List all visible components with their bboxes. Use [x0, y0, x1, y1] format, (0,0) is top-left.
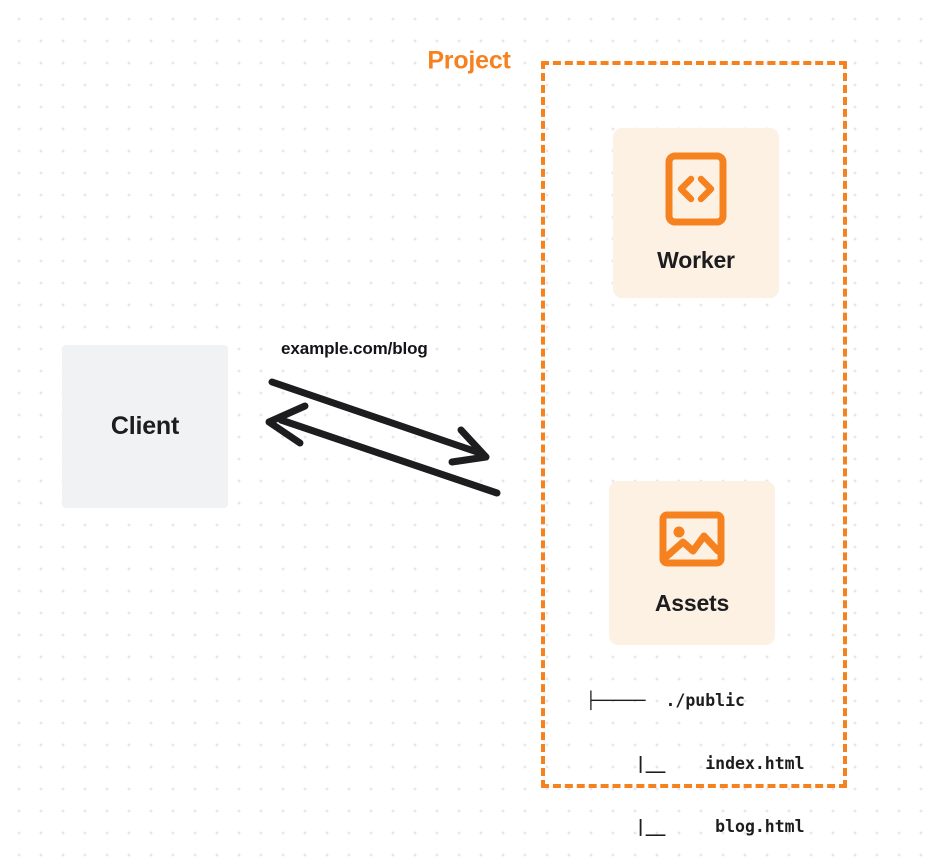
project-container — [541, 61, 847, 788]
image-picture-icon — [659, 509, 725, 574]
worker-card[interactable]: Worker — [613, 128, 779, 298]
file-tree: ├───── ./public |__ index.html |__ blog.… — [586, 648, 805, 860]
request-arrow — [268, 378, 490, 466]
file-tree-row: ├───── ./public — [586, 691, 745, 710]
assets-card[interactable]: Assets — [609, 481, 775, 645]
assets-card-label: Assets — [654, 590, 730, 616]
request-url-label: example.com/blog — [281, 339, 428, 358]
client-node-label: Client — [110, 412, 180, 440]
file-tree-row: |__ blog.html — [586, 817, 805, 836]
client-node[interactable]: Client — [62, 345, 228, 508]
project-title-label: Project — [418, 46, 520, 76]
response-arrow — [265, 402, 501, 497]
worker-card-label: Worker — [657, 247, 735, 273]
code-brackets-icon — [665, 152, 727, 231]
file-tree-row: |__ index.html — [586, 754, 805, 773]
